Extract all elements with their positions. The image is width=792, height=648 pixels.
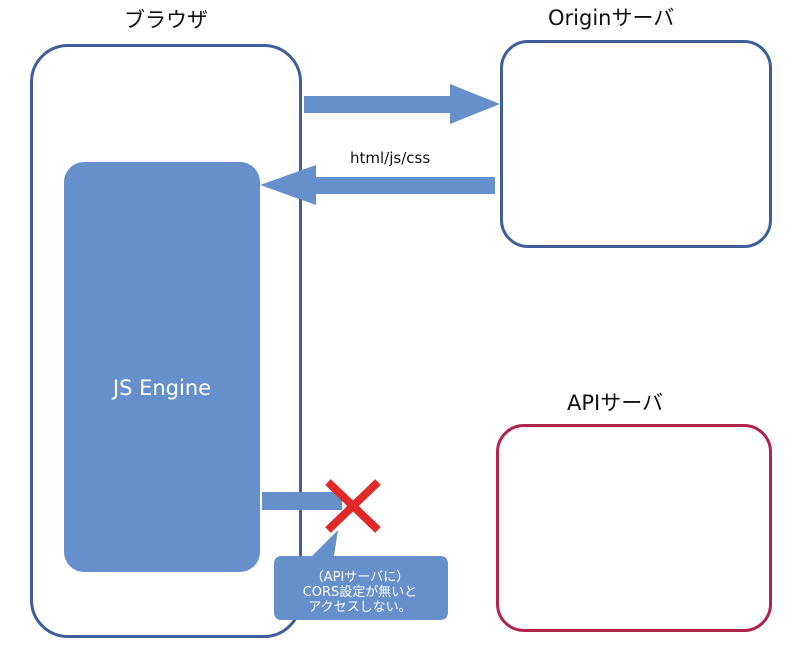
request-arrow <box>304 84 500 124</box>
callout-line: アクセスしない。 <box>308 600 412 615</box>
blocked-request-arrow <box>262 492 342 510</box>
callout-bubble <box>274 530 448 620</box>
js-engine-block: JS Engine <box>64 162 260 572</box>
response-arrow <box>260 165 495 205</box>
callout-text: （APIサーバに） CORS設定が無いと アクセスしない。 <box>272 570 448 615</box>
origin-server-title: Originサーバ <box>548 6 675 30</box>
js-engine-label: JS Engine <box>112 376 212 400</box>
callout-line: （APIサーバに） <box>310 570 410 585</box>
api-server-title: APIサーバ <box>567 391 664 415</box>
red-x-icon <box>325 479 381 533</box>
origin-server-box <box>500 40 772 248</box>
callout-line: CORS設定が無いと <box>302 585 418 600</box>
response-arrow-label: html/js/css <box>350 149 431 167</box>
api-server-box <box>496 424 772 632</box>
browser-title: ブラウザ <box>124 8 208 32</box>
